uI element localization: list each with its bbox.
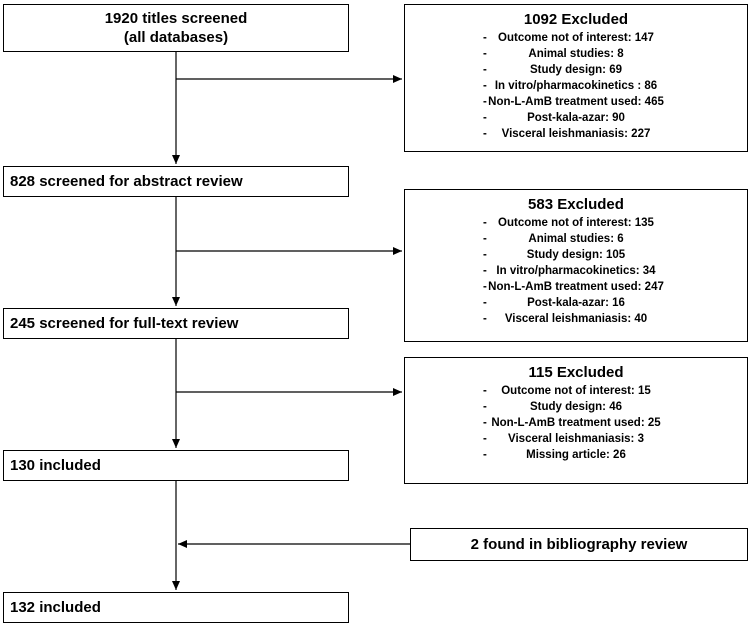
included-132-box: 132 included	[3, 592, 349, 623]
list-item: -Study design: 46	[483, 401, 623, 413]
list-item: -Missing article: 26	[483, 449, 626, 461]
exclusion-box-3: 115 Excluded -Outcome not of interest: 1…	[404, 357, 748, 484]
included-130-label: 130 included	[10, 457, 101, 474]
list-item: -Post-kala-azar: 16	[483, 297, 625, 309]
exclusion-box-2: 583 Excluded -Outcome not of interest: 1…	[404, 189, 748, 342]
list-item: -Outcome not of interest: 15	[483, 385, 651, 397]
included-130-box: 130 included	[3, 450, 349, 481]
list-item: -Outcome not of interest: 147	[483, 32, 654, 44]
titles-screened-line1: 1920 titles screened	[104, 10, 248, 27]
bibliography-box: 2 found in bibliography review	[410, 528, 748, 561]
list-item: -Visceral leishmaniasis: 40	[483, 313, 648, 325]
list-item: -Post-kala-azar: 90	[483, 112, 625, 124]
list-item: -In vitro/pharmacokinetics: 34	[483, 265, 656, 277]
list-item: -Non-L-AmB treatment used: 25	[483, 417, 661, 429]
titles-screened-line2: (all databases)	[123, 29, 229, 46]
fulltext-review-box: 245 screened for full-text review	[3, 308, 349, 339]
bibliography-label: 2 found in bibliography review	[470, 536, 688, 553]
exclusion-3-title: 115 Excluded	[528, 364, 624, 381]
exclusion-1-list: -Outcome not of interest: 147 -Animal st…	[405, 30, 747, 142]
list-item: -Outcome not of interest: 135	[483, 217, 654, 229]
list-item: -Study design: 105	[483, 249, 626, 261]
list-item: -Study design: 69	[483, 64, 623, 76]
abstract-review-box: 828 screened for abstract review	[3, 166, 349, 197]
exclusion-2-title: 583 Excluded	[528, 196, 624, 213]
titles-screened-box: 1920 titles screened (all databases)	[3, 4, 349, 52]
exclusion-2-list: -Outcome not of interest: 135 -Animal st…	[405, 215, 747, 327]
exclusion-1-title: 1092 Excluded	[523, 11, 629, 28]
list-item: -Non-L-AmB treatment used: 247	[483, 281, 664, 293]
exclusion-3-list: -Outcome not of interest: 15 -Study desi…	[405, 383, 747, 463]
list-item: -In vitro/pharmacokinetics : 86	[483, 80, 658, 92]
fulltext-review-label: 245 screened for full-text review	[10, 315, 239, 332]
abstract-review-label: 828 screened for abstract review	[10, 173, 243, 190]
exclusion-box-1: 1092 Excluded -Outcome not of interest: …	[404, 4, 748, 152]
list-item: -Animal studies: 8	[483, 48, 624, 60]
list-item: -Animal studies: 6	[483, 233, 624, 245]
list-item: -Non-L-AmB treatment used: 465	[483, 96, 664, 108]
list-item: -Visceral leishmaniasis: 227	[483, 128, 651, 140]
list-item: -Visceral leishmaniasis: 3	[483, 433, 644, 445]
included-132-label: 132 included	[10, 599, 101, 616]
